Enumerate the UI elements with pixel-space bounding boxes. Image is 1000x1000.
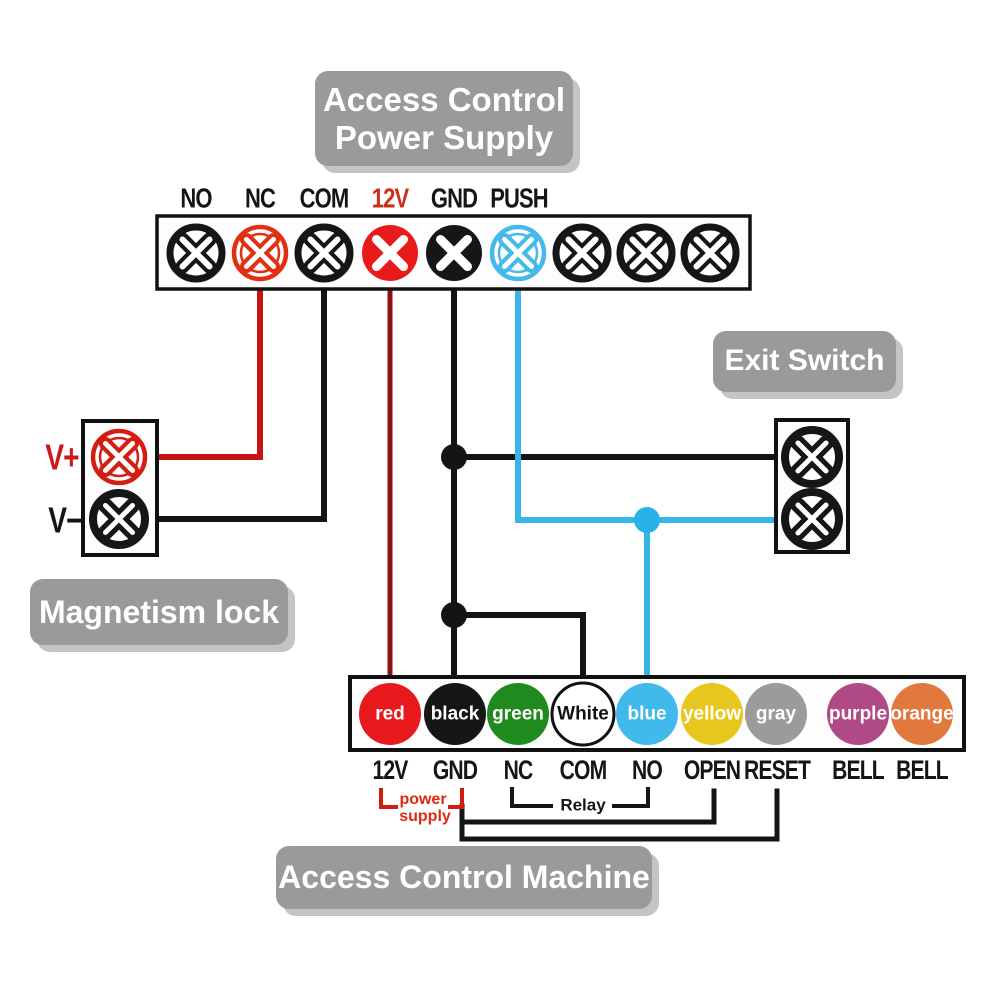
label-access-control-power-supply-line: Access Control: [322, 80, 566, 118]
strip-pin-label-GND: GND: [430, 182, 478, 215]
lock-terminal-0: [98, 436, 140, 478]
strip-terminal-5-screw-cross: [501, 236, 535, 270]
wire-com-to-vminus: [147, 283, 327, 522]
label-exit-switch: Exit Switch: [713, 331, 896, 392]
strip-terminal-7-screw-cross: [629, 236, 663, 270]
wire-relay-bracket-left: [510, 787, 553, 808]
strip-terminal-2-screw-cross: [307, 236, 341, 270]
machine-pin-label-COM-3: COM: [559, 755, 608, 786]
machine-circle-label-red: red: [375, 703, 405, 725]
lock-pin-label: V+: [45, 436, 79, 478]
strip-terminal-3-screw-cross: [371, 234, 409, 272]
machine-circle-label-yellow: yellow: [682, 703, 742, 725]
machine-circle-label-black: black: [430, 703, 480, 725]
machine-wire-circle-black: [424, 683, 486, 745]
wire-gnd-to-open: [459, 788, 717, 825]
wire-psu-bracket-left: [379, 788, 398, 809]
machine-pin-label-BELL-8: BELL: [896, 755, 949, 786]
label-access-control-power-supply-line: Power Supply: [334, 118, 554, 156]
machine-circle-label-purple: purple: [828, 703, 888, 725]
machine-circle-label-gray: gray: [755, 703, 797, 725]
machine-wire-circle-White: [550, 681, 616, 747]
machine-pin-label-OPEN-5: OPEN: [683, 755, 741, 786]
annotation-supply: supply: [399, 808, 451, 825]
strip-terminal-0-screw-cross: [179, 236, 213, 270]
label-magnetism-lock-line: Magnetism lock: [38, 593, 280, 630]
strip-terminal-1: [239, 232, 281, 274]
label-magnetism-lock: Magnetism lock: [30, 579, 288, 645]
label-exit-switch-line: Exit Switch: [724, 344, 885, 378]
junction-dot: [634, 507, 660, 533]
lock-terminal-0-screw-cross: [102, 440, 136, 474]
strip-pin-label-COM: COM: [299, 182, 350, 215]
machine-pin-label-12V-0: 12V: [372, 755, 409, 786]
annotation-power: power: [399, 791, 447, 808]
label-access-control-machine: Access Control Machine: [276, 846, 652, 909]
machine-circle-label-green: green: [492, 703, 544, 725]
strip-pin-label-NO: NO: [180, 182, 212, 215]
junction-dot: [441, 602, 467, 628]
machine-wire-circle-yellow: [681, 683, 743, 745]
machine-wire-circle-red: [359, 683, 421, 745]
lock-terminal-1-screw-cross: [102, 502, 136, 536]
strip-terminal-8-screw-cross: [693, 236, 727, 270]
strip-terminal-5: [497, 232, 539, 274]
wire-relay-bracket-right: [612, 787, 650, 808]
lock-pin-label: V−: [48, 499, 82, 541]
machine-pin-label-GND-1: GND: [432, 755, 478, 786]
exit-switch-terminal-0-screw-cross: [795, 440, 829, 474]
strip-terminal-1-screw-cross: [243, 236, 277, 270]
exit-switch-terminal-1-screw-cross: [795, 502, 829, 536]
wire-push-to-exit: [515, 283, 793, 523]
wire-gnd-branch-com: [451, 612, 586, 687]
wire-gnd-to-reset: [459, 788, 780, 842]
machine-wire-circle-gray: [745, 683, 807, 745]
strip-terminal-6-screw-cross: [565, 236, 599, 270]
junction-dot: [441, 444, 467, 470]
strip-terminal-4-screw-cross: [435, 234, 473, 272]
machine-pin-label-NO-4: NO: [632, 755, 663, 786]
machine-wire-circle-orange: [891, 683, 953, 745]
machine-circle-label-blue: blue: [627, 703, 667, 725]
wire-nc-to-vplus: [147, 283, 263, 460]
machine-circle-label-orange: orange: [890, 703, 954, 725]
machine-wire-circle-green: [487, 683, 549, 745]
machine-pin-label-NC-2: NC: [503, 755, 534, 786]
strip-pin-label-NC: NC: [244, 182, 276, 215]
wire-psu-bracket-right: [448, 788, 464, 809]
label-access-control-machine-line: Access Control Machine: [278, 859, 650, 896]
strip-pin-label-12V: 12V: [371, 182, 409, 215]
machine-circle-label-White: White: [557, 703, 609, 725]
machine-wire-circle-purple: [827, 683, 889, 745]
machine-pin-label-RESET-6: RESET: [743, 755, 811, 786]
strip-pin-label-PUSH: PUSH: [490, 182, 548, 215]
machine-pin-label-BELL-7: BELL: [832, 755, 885, 786]
annotation-Relay: Relay: [560, 795, 606, 815]
machine-wire-circle-blue: [616, 683, 678, 745]
